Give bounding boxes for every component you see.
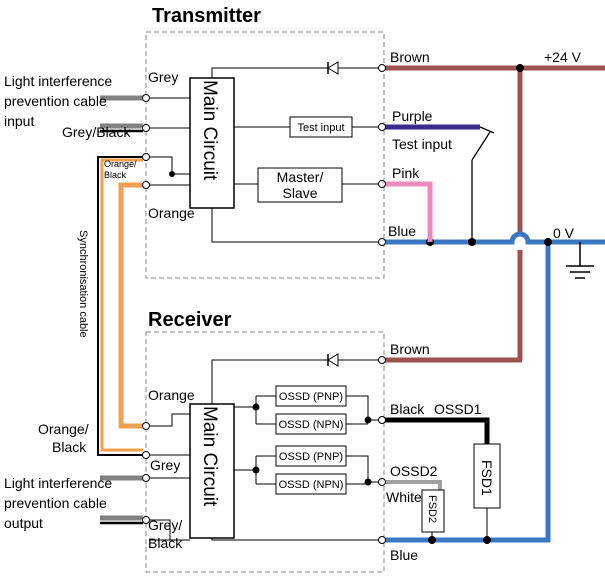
rx-ossd1-label: OSSD1	[434, 401, 482, 417]
ground-icon	[566, 242, 594, 279]
rx-brown-label: Brown	[390, 341, 430, 357]
rx-grey-black-label-1: Grey/	[148, 517, 182, 533]
transmitter-outline	[145, 31, 385, 279]
test-input-switch-icon	[471, 126, 495, 242]
rx-interference-label-1: Light interference	[4, 475, 112, 491]
transmitter-brown-line	[211, 67, 380, 78]
fsd2-box	[421, 489, 445, 533]
rx-orange-label: Orange	[148, 387, 195, 403]
tx-pink-label: Pink	[392, 165, 420, 181]
tx-grey-black-label: Grey/Black	[62, 124, 131, 140]
diode-icon	[327, 353, 339, 367]
ossd2-npn-label: OSSD (NPN)	[279, 479, 344, 491]
rx-ossd2-label: OSSD2	[390, 463, 438, 479]
fsd1-box	[473, 443, 501, 509]
rx-blue-label: Blue	[390, 547, 418, 563]
fsd2-label: FSD2	[426, 495, 438, 523]
receiver-brown-line	[211, 359, 380, 404]
transmitter-main-circuit: Main Circuit	[189, 77, 235, 209]
rx-grey-label: Grey	[150, 457, 180, 473]
rx-orange-black-label-1: Orange/	[38, 421, 89, 437]
rx-black-label: Black	[390, 401, 425, 417]
transmitter-title: Transmitter	[152, 5, 261, 27]
ossd1-pnp-label: OSSD (PNP)	[279, 391, 343, 403]
master-slave-box	[257, 167, 343, 203]
tx-grey-label: Grey	[148, 69, 178, 85]
rx-grey-black-label-2: Black	[148, 535, 183, 551]
tx-blue-label: Blue	[388, 223, 416, 239]
tx-brown-label: Brown	[390, 49, 430, 65]
rx-white-label: White	[386, 489, 422, 505]
ossd2-pnp-label: OSSD (PNP)	[279, 451, 343, 463]
tx-interference-label-3: input	[4, 113, 34, 129]
supply-label: +24 V	[544, 49, 582, 65]
tx-orange-black-label-1: Orange/	[104, 159, 137, 169]
ossd2-pnp-box	[275, 445, 347, 467]
rx-interference-label-2: prevention cable	[4, 495, 107, 511]
test-input-box	[289, 116, 353, 138]
fsd1-label: FSD1	[479, 460, 495, 496]
master-slave-label-1: Master/	[277, 169, 324, 185]
rx-orange-black-label-2: Black	[52, 439, 87, 455]
receiver-main-circuit: Main Circuit	[189, 403, 235, 539]
tx-interference-label-1: Light interference	[4, 73, 112, 89]
receiver-title: Receiver	[148, 309, 232, 331]
master-slave-label-2: Slave	[282, 185, 317, 201]
transmitter-terminals	[142, 64, 386, 246]
ossd1-npn-box	[275, 413, 347, 435]
ossd1-npn-label: OSSD (NPN)	[279, 419, 344, 431]
white-wire	[384, 480, 442, 492]
ossd2-npn-box	[275, 473, 347, 495]
supply-rail	[384, 64, 605, 363]
sync-cable-label: Synchronisation cable	[77, 230, 89, 338]
rx-interference-label-3: output	[4, 515, 43, 531]
svg-text:Main Circuit: Main Circuit	[199, 406, 220, 507]
sync-cable	[97, 156, 143, 456]
ground-label: 0 V	[553, 225, 575, 241]
diode-icon	[327, 61, 339, 75]
svg-text:Main Circuit: Main Circuit	[199, 80, 220, 181]
test-input-box-label: Test input	[297, 122, 344, 134]
tx-purple-label: Purple	[392, 108, 433, 124]
pink-wire	[384, 181, 433, 242]
tx-orange-black-label-2: Black	[104, 170, 127, 180]
black-wire	[384, 417, 490, 460]
tx-interference-label-2: prevention cable	[4, 93, 107, 109]
receiver-terminals	[142, 356, 386, 544]
ossd1-pnp-box	[275, 385, 347, 407]
tx-orange-label: Orange	[148, 205, 195, 221]
tx-test-input-label: Test input	[392, 136, 452, 152]
